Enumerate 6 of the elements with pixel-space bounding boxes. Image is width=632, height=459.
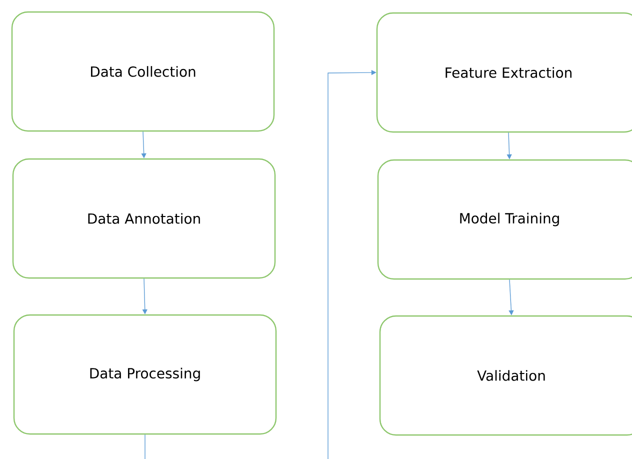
process-box: Feature Extraction bbox=[376, 12, 632, 133]
process-box: Data Annotation bbox=[12, 158, 276, 279]
process-box: Validation bbox=[379, 315, 632, 436]
process-box: Model Training bbox=[377, 159, 632, 280]
process-box: Data Collection bbox=[11, 11, 275, 132]
process-box: Data Processing bbox=[13, 314, 277, 435]
